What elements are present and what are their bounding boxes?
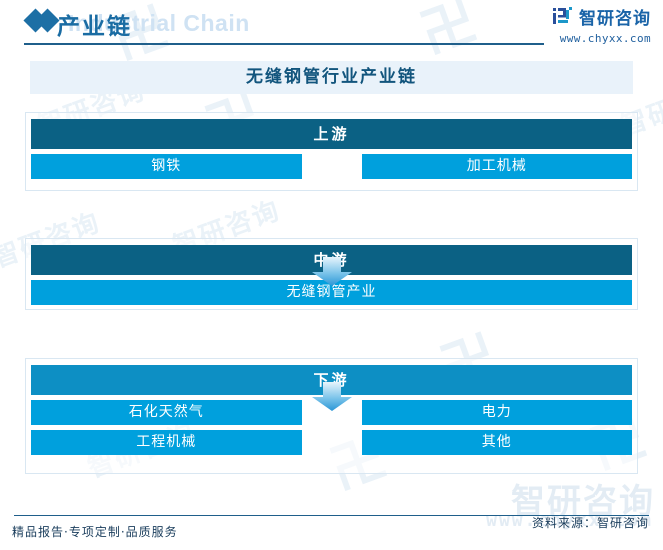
footer-divider (14, 515, 649, 516)
page-title: 产业链 (57, 14, 132, 40)
page-header: Industrial Chain 产业链 智研咨询 www.chyxx.com (0, 0, 663, 52)
chain-item[interactable]: 加工机械 (361, 154, 632, 179)
tier-panel-upstream: 上游 钢铁 加工机械 (25, 112, 638, 191)
chain-item[interactable]: 电力 (361, 400, 632, 425)
page-footer: 智研咨询 www.chyxx.com 精品报告·专项定制·品质服务 资料来源：智… (0, 482, 663, 550)
tier-row: 石化天然气 电力 (31, 400, 632, 425)
source-label: 资料来源：智研咨询 (531, 516, 649, 530)
tier-row: 钢铁 加工机械 (31, 154, 632, 179)
header-ghost-title: Industrial Chain (68, 10, 250, 36)
chain-item[interactable]: 工程机械 (31, 430, 302, 455)
tier-panel-downstream: 下游 石化天然气 电力 工程机械 其他 (25, 358, 638, 474)
chart-title-bar: 无缝钢管行业产业链 (30, 61, 633, 94)
header-divider (24, 43, 544, 45)
footer-slogan: 精品报告·专项定制·品质服务 (12, 525, 178, 539)
down-arrow-icon (311, 257, 353, 287)
brand-block[interactable]: 智研咨询 www.chyxx.com (552, 4, 651, 45)
chain-item[interactable]: 钢铁 (31, 154, 302, 179)
tier-row: 工程机械 其他 (31, 430, 632, 455)
chain-item[interactable]: 石化天然气 (31, 400, 302, 425)
chyxx-logo-icon (552, 6, 573, 27)
chain-item[interactable]: 其他 (361, 430, 632, 455)
tier-header-upstream: 上游 (31, 119, 632, 149)
industrial-chain-chart: 无缝钢管行业产业链 上游 钢铁 加工机械 中游 无缝钢管产业 (0, 52, 663, 492)
chart-title: 无缝钢管行业产业链 (246, 67, 417, 87)
brand-name: 智研咨询 (579, 9, 651, 29)
brand-url[interactable]: www.chyxx.com (559, 32, 651, 45)
down-arrow-icon (311, 382, 353, 412)
